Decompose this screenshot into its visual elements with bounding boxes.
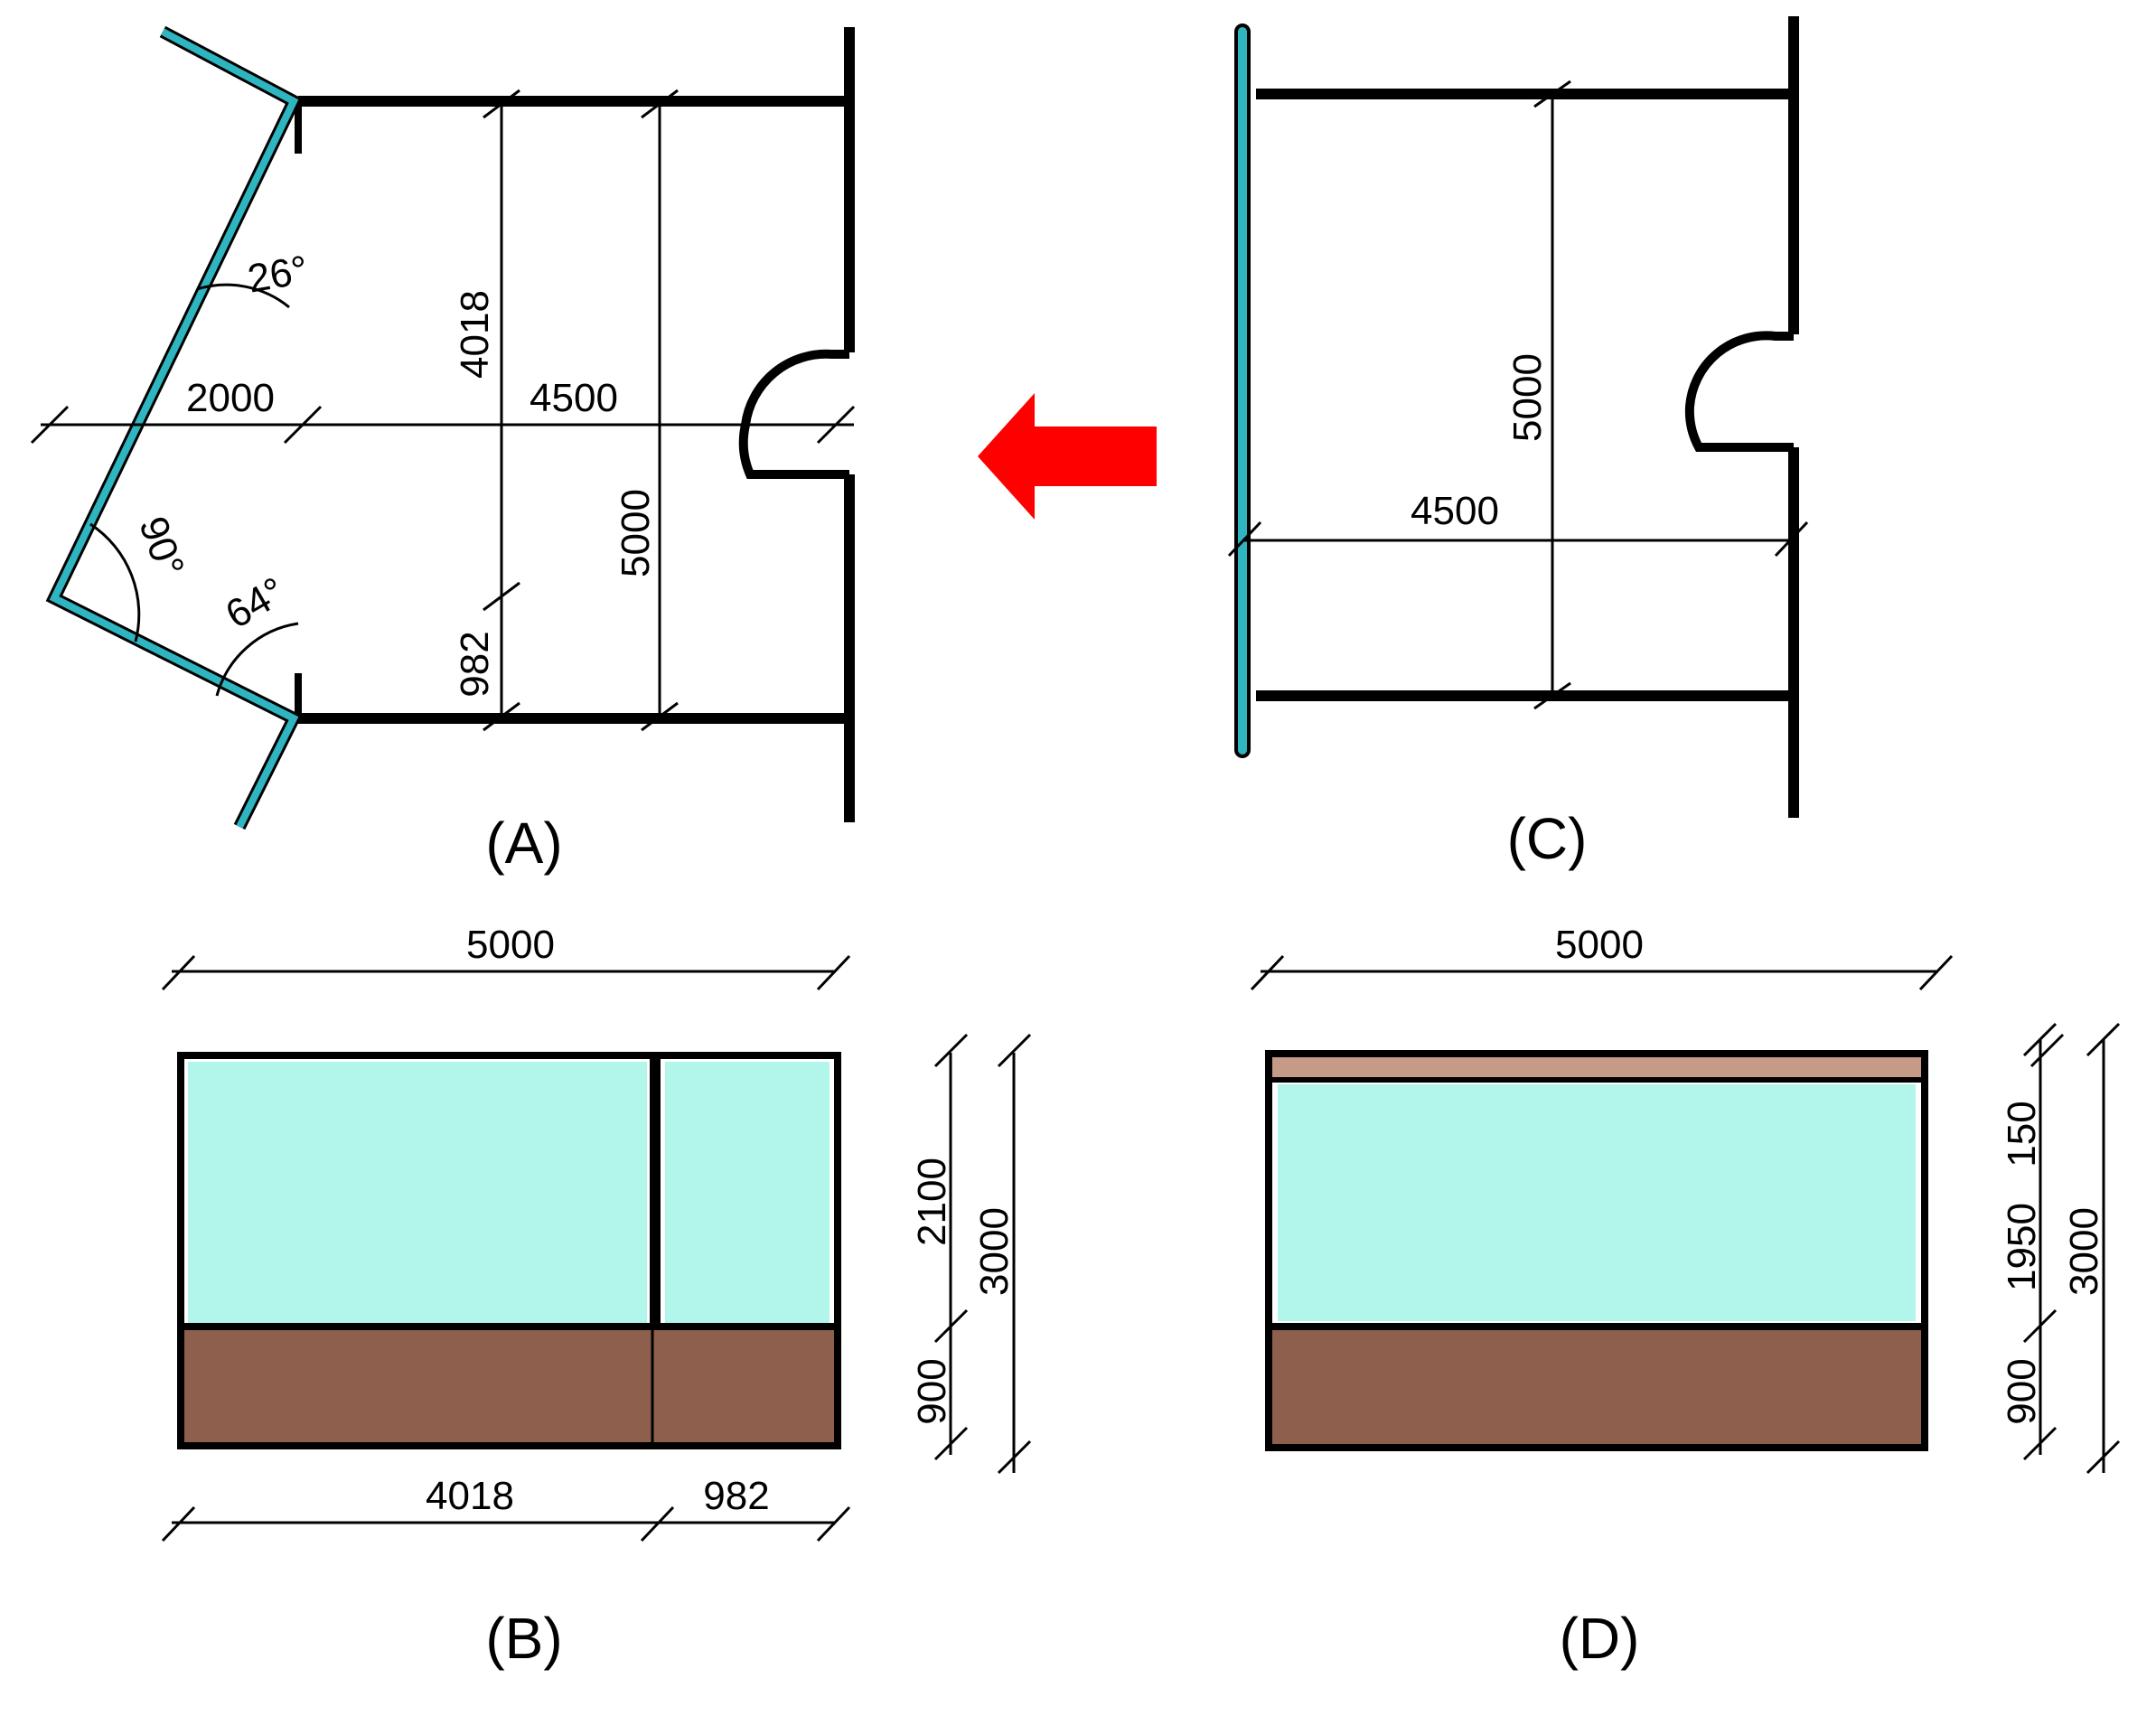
panel-b-dim-top [161,954,851,991]
panel-a-dim-5000-label: 5000 [614,489,658,577]
panel-b-dim-4018: 4018 [426,1474,514,1518]
panel-a-dim-horizontal [30,405,856,445]
panel-c-dim-vertical [1533,80,1571,710]
panel-b-elevation: 5000 4018 982 2 [161,923,1032,1671]
panel-b-frame [177,1052,841,1449]
panel-b-wood-right [652,1328,838,1446]
panel-d-dim-vertical [2022,1022,2121,1475]
panel-d-dim-3000: 3000 [2062,1207,2106,1296]
panel-b-glass-left [188,1062,647,1324]
panel-d-dim-top [1250,954,1954,991]
panel-b-dim-5000: 5000 [466,923,555,967]
panel-c-dim-5000: 5000 [1505,353,1550,442]
panel-a-angle-arcs [89,283,299,697]
panel-c-dim-horizontal [1227,520,1809,558]
panel-d-label: (D) [1560,1606,1640,1671]
panel-d-top-band [1272,1057,1921,1077]
panel-d-dim-1950: 1950 [2000,1203,2044,1291]
panel-d-dim-900: 900 [2000,1358,2044,1424]
panel-c-right-wall [1684,16,1799,818]
arrow-left-icon [978,393,1157,520]
panel-c-label: (C) [1507,806,1588,871]
panel-b-glass-right [665,1062,830,1324]
panel-b-dim-3000: 3000 [972,1207,1017,1296]
panel-d-dim-150: 150 [2000,1101,2044,1167]
panel-b-dim-900: 900 [910,1358,954,1424]
panel-b-wood-left [181,1328,652,1446]
panel-c-dim-4500: 4500 [1411,489,1499,533]
panel-a-angle-90: 90° [130,511,192,582]
panel-a-dim-4500: 4500 [530,376,618,420]
panel-b-label: (B) [485,1606,562,1671]
panel-d-elevation: 5000 150 1950 900 3000 (D) [1250,923,2121,1671]
panel-d-glass [1278,1084,1916,1321]
panel-a-right-wall [738,27,855,822]
panel-d-dim-5000: 5000 [1555,923,1644,967]
panel-a-glass-wall [45,25,303,830]
panel-b-dim-982: 982 [703,1474,769,1518]
panel-a-dim-2000: 2000 [186,376,275,420]
panel-b-dim-vertical [933,1033,1032,1475]
panel-b-dim-2100: 2100 [910,1158,954,1246]
panel-a-dim-4018-982 [483,89,520,732]
panel-a-dim-5000 [641,89,679,732]
panel-c-plan: 5000 4500 (C) [1227,16,1809,871]
panel-a-dim-982: 982 [453,631,497,697]
panel-a-dim-4018: 4018 [453,290,497,379]
panel-b-dim-bottom [161,1505,851,1543]
panel-a-label: (A) [485,811,562,876]
panel-d-wood [1272,1330,1921,1446]
panel-a-plan: 4018 982 5000 2000 4500 26° 90° 64° (A) [30,25,856,876]
panel-a-angle-26: 26° [244,248,311,302]
panel-d-frame [1265,1050,1928,1451]
